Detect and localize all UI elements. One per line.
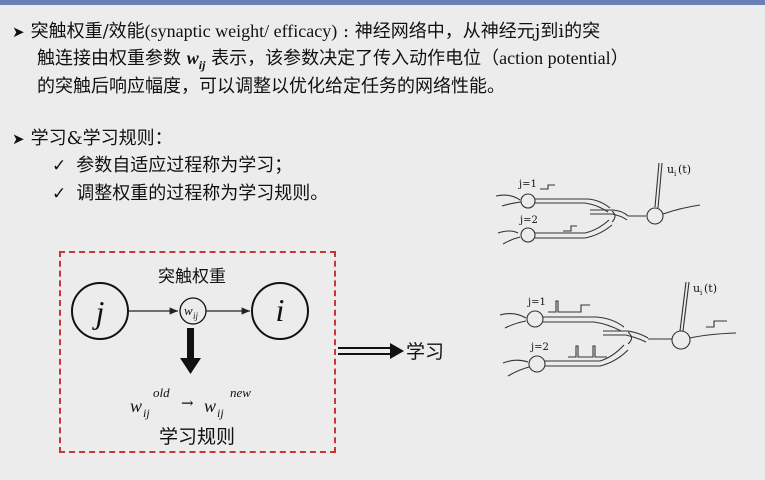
neuron-sketch-top (495, 162, 701, 245)
check-item-2-text: 调整权重的过程称为学习规则。 (76, 183, 329, 204)
definition-text: : 神经网络中，从神经元j到i的突 (337, 21, 601, 42)
arrow-bullet-icon: ➤ (12, 23, 25, 41)
down-arrow-icon (180, 358, 201, 374)
neuron-sketch-bottom (499, 281, 737, 377)
paragraph-1-line-3: 的突触后响应幅度，可以调整以优化给定任务的网络性能。 (37, 76, 505, 97)
paragraph-2-heading: ➤ 学习&学习规则： (12, 127, 173, 151)
action-potential-term: action potential (499, 48, 611, 68)
learning-heading: 学习&学习规则： (30, 128, 173, 149)
formula-w-new: w (204, 396, 216, 416)
weight-subscript: ij (198, 57, 206, 72)
arrow-bullet-icon: ➤ (12, 130, 25, 148)
learning-rule-box (59, 251, 336, 453)
weight-node-subscript: ij (193, 311, 199, 321)
top-label-u: u (667, 163, 674, 176)
top-label-j1: j=1 (518, 179, 537, 190)
top-label-u-sub: i (674, 170, 677, 178)
learning-rule-caption: 学习规则 (159, 426, 235, 448)
formula-arrow: → (181, 394, 194, 412)
checkmark-icon: ✓ (52, 156, 67, 176)
bottom-label-j1: j=1 (527, 297, 546, 308)
bottom-label-u: u (693, 282, 700, 295)
definition-text-2c: ） (610, 48, 629, 69)
paragraph-1-line-2: 触连接由权重参数 wij 表示，该参数决定了传入动作电位（action pote… (37, 46, 629, 77)
definition-text-2b: 表示，该参数决定了传入动作电位（ (205, 48, 500, 69)
bottom-label-u-sub: i (700, 289, 703, 297)
weight-node-label: w (184, 303, 193, 318)
neuron-i-node (251, 282, 309, 340)
neuron-i-label: i (276, 292, 285, 328)
top-label-u-t: (t) (678, 163, 691, 176)
neuron-j-node (71, 282, 129, 340)
formula-old-sub: ij (143, 406, 150, 420)
paragraph-1-line-1: ➤ 突触权重/效能(synaptic weight/ efficacy) : 神经… (12, 19, 600, 44)
top-accent-bar (0, 0, 765, 5)
output-arrow-icon (390, 343, 404, 359)
formula-new-sub: ij (217, 406, 224, 420)
top-label-j2: j=2 (519, 215, 538, 226)
term-english: (synaptic weight/ efficacy) (144, 21, 338, 41)
bottom-label-j2: j=2 (530, 342, 549, 353)
checkmark-icon: ✓ (52, 184, 67, 204)
learning-output-label: 学习 (406, 341, 444, 363)
check-item-1: ✓ 参数自适应过程称为学习； (52, 154, 292, 178)
definition-text-2a: 触连接由权重参数 (37, 48, 187, 69)
formula-old-sup: old (153, 385, 170, 400)
synaptic-weight-label: 突触权重 (158, 267, 226, 287)
check-item-2: ✓ 调整权重的过程称为学习规则。 (52, 182, 328, 206)
check-item-1-text: 参数自适应过程称为学习； (76, 155, 293, 176)
term-synaptic-weight: 突触权重/效能 (30, 21, 145, 42)
weight-symbol: w (186, 48, 199, 68)
bottom-label-u-t: (t) (704, 282, 717, 295)
formula-new-sup: new (230, 385, 251, 400)
down-arrow-shaft (187, 328, 194, 360)
neuron-j-label: j (92, 294, 105, 330)
formula-w-old: w (130, 396, 142, 416)
